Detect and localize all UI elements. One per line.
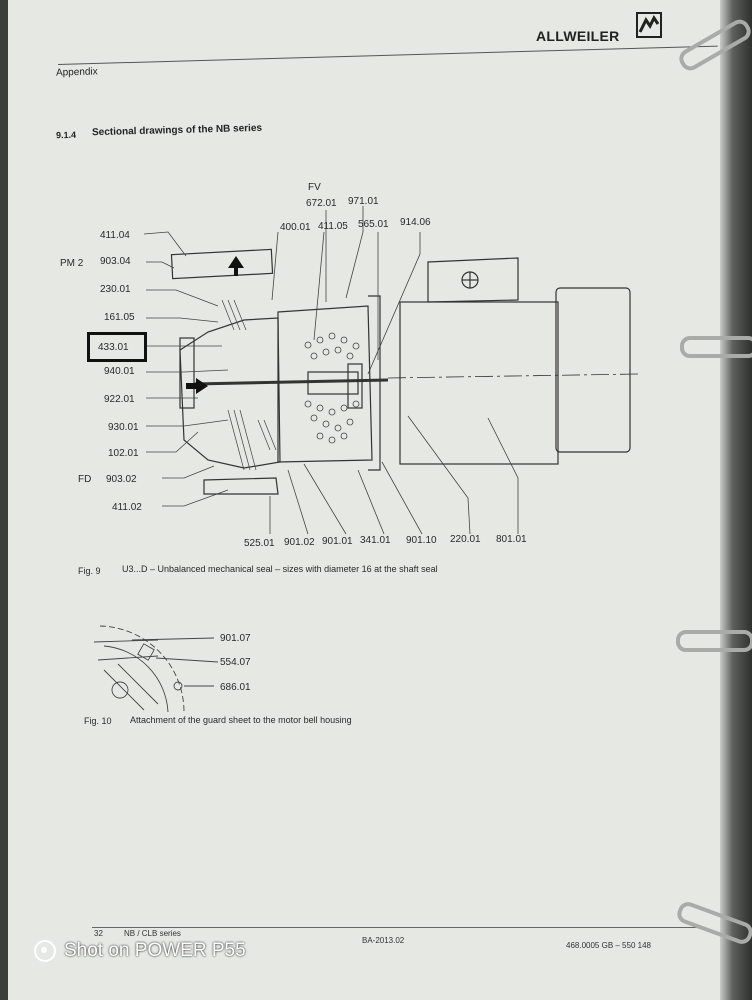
label-pm2: PM 2 (60, 258, 84, 269)
label-565-01: 565.01 (358, 219, 389, 230)
leader-lines (143, 206, 519, 535)
camera-icon (34, 940, 56, 962)
label-914-06: 914.06 (400, 217, 431, 228)
label-901-10: 901.10 (406, 535, 437, 546)
label-161-05: 161.05 (104, 312, 135, 323)
brand-name: ALLWEILER (536, 28, 620, 44)
binder-ring-2 (680, 336, 752, 358)
label-672-01: 672.01 (306, 198, 337, 209)
fig10-caption: Attachment of the guard sheet to the mot… (130, 715, 352, 725)
label-554-07: 554.07 (220, 657, 251, 668)
label-940-01: 940.01 (104, 366, 135, 377)
suction-arrow-icon (186, 378, 208, 394)
label-801-01: 801.01 (496, 534, 527, 545)
binder-ring-3 (676, 630, 752, 652)
footer-doc-id: BA-2013.02 (362, 936, 405, 945)
label-400-01: 400.01 (280, 222, 311, 233)
label-fd: FD (78, 474, 91, 485)
pump-sectional-drawing: FV 672.01 971.01 400.01 411.05 565.01 91… (60, 182, 639, 713)
manual-page: ALLWEILER Appendix 9.1.4 Sectional drawi… (8, 0, 720, 1000)
label-433-01: 433.01 (98, 342, 129, 353)
footer-rule (92, 927, 698, 928)
guard-attachment-drawing (93, 625, 219, 713)
pump-casing (170, 248, 389, 495)
bell-housing (277, 295, 381, 471)
label-230-01: 230.01 (100, 284, 131, 295)
allweiler-logo-icon (636, 12, 662, 38)
label-fv: FV (308, 182, 321, 193)
label-411-02: 411.02 (112, 502, 142, 513)
label-102-01: 102.01 (108, 448, 139, 459)
label-341-01: 341.01 (360, 535, 391, 546)
fig9-number: Fig. 9 (78, 566, 101, 576)
label-686-01: 686.01 (220, 682, 251, 693)
motor-body (387, 257, 639, 465)
footer-series: NB / CLB series (124, 929, 181, 938)
discharge-arrow-icon (228, 256, 244, 276)
label-901-01: 901.01 (322, 536, 353, 547)
highlight-box-433-01 (87, 332, 147, 362)
label-971-01: 971.01 (348, 196, 379, 207)
footer-page-number: 32 (94, 929, 103, 938)
guard-perforation (304, 332, 360, 444)
fig10-number: Fig. 10 (84, 716, 112, 726)
label-903-02: 903.02 (106, 474, 137, 485)
label-922-01: 922.01 (104, 394, 135, 405)
label-903-04: 903.04 (100, 256, 131, 267)
label-901-02: 901.02 (284, 537, 315, 548)
fig9-caption: U3...D – Unbalanced mechanical seal – si… (122, 564, 438, 574)
label-901-07: 901.07 (220, 633, 251, 644)
watermark-text: Shot on POWER P55 (64, 940, 246, 961)
hatched-parts (221, 299, 277, 471)
label-220-01: 220.01 (450, 534, 481, 545)
binder-edge (720, 0, 752, 1000)
label-525-01: 525.01 (244, 538, 275, 549)
footer-reference: 468.0005 GB – 550 148 (566, 941, 651, 950)
label-411-05: 411.05 (318, 221, 348, 232)
label-930-01: 930.01 (108, 422, 139, 433)
camera-watermark: Shot on POWER P55 (34, 940, 246, 962)
label-411-04: 411.04 (100, 230, 130, 241)
